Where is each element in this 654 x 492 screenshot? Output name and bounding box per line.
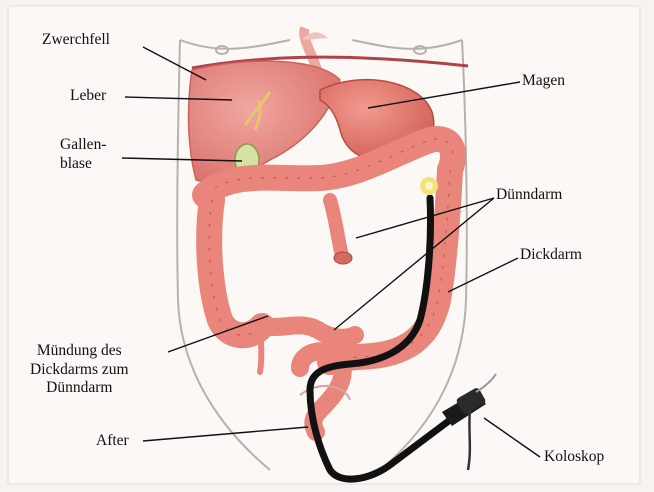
label-gallenblase: Gallen- blase — [60, 136, 106, 173]
label-leber: Leber — [70, 87, 106, 106]
label-magen: Magen — [522, 72, 565, 91]
label-muendung: Mündung des Dickdarms zum Dünndarm — [30, 342, 129, 398]
label-after: After — [96, 432, 129, 451]
label-zwerchfell: Zwerchfell — [42, 31, 110, 50]
scope-light-core — [425, 182, 433, 190]
label-dickdarm: Dickdarm — [520, 246, 582, 265]
small-intestine-end — [334, 252, 352, 264]
label-koloskop: Koloskop — [544, 448, 604, 467]
label-duenndarm: Dünndarm — [496, 186, 562, 205]
